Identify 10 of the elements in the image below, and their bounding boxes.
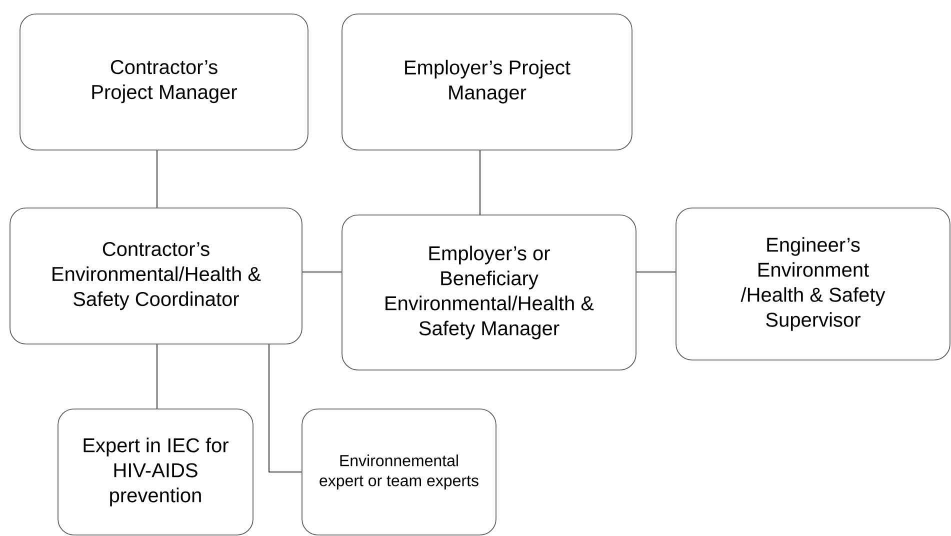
role-box: Expert in IEC for HIV-AIDS prevention: [58, 408, 254, 536]
connector-line: [156, 150, 158, 208]
role-box: Employer’s or Beneficiary Environmental/Health & Safety Manager: [342, 214, 636, 370]
role-box: Contractor’s Project Manager: [20, 14, 308, 150]
connector-line: [268, 344, 302, 472]
role-box: Environnemental expert or team experts: [302, 408, 496, 536]
role-box: Contractor’s Environmental/Health & Safety Coordinator: [10, 208, 302, 344]
role-box: Employer’s Project Manager: [342, 14, 632, 150]
connector-line: [156, 344, 158, 409]
role-box: Engineer’s Environment /Health & Safety Supervisor: [676, 208, 950, 360]
